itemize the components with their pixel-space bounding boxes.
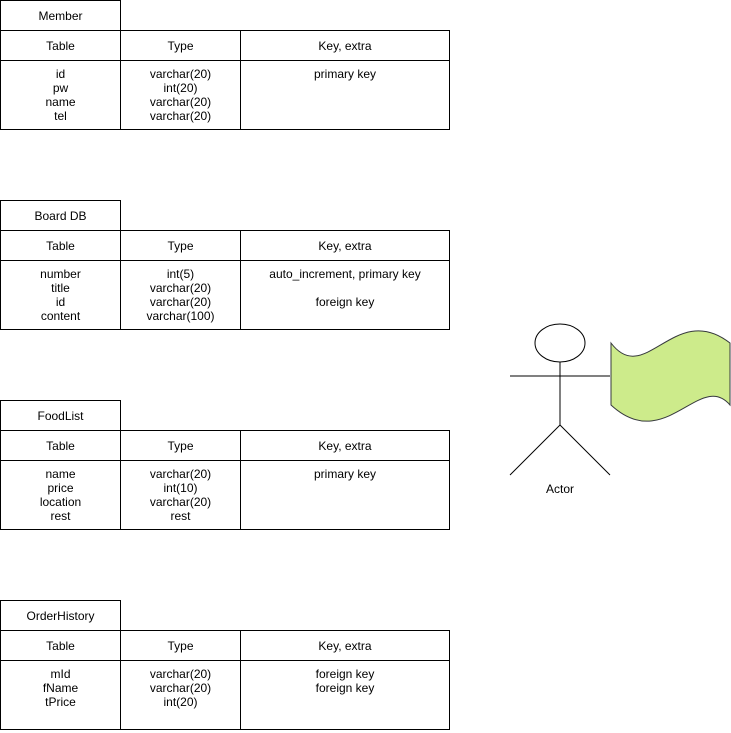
- table-title-member[interactable]: Member: [0, 0, 121, 31]
- field-name: title: [51, 281, 70, 295]
- field-keys-cell[interactable]: primary key: [240, 60, 450, 130]
- field-keys-cell[interactable]: auto_increment, primary key foreign key: [240, 260, 450, 330]
- field-type: int(5): [166, 267, 195, 281]
- field-key: foreign key: [315, 295, 375, 309]
- field-type: varchar(20): [149, 295, 212, 309]
- table-title-label: Board DB: [34, 208, 87, 223]
- table-title-label: FoodList: [37, 408, 84, 423]
- field-name: price: [47, 481, 74, 495]
- field-key: primary key: [313, 467, 376, 481]
- table-title-orderhistory[interactable]: OrderHistory: [0, 600, 121, 631]
- field-type: varchar(20): [149, 681, 212, 695]
- header-label: Table: [46, 38, 75, 53]
- field-key: primary key: [313, 67, 376, 81]
- header-label: Type: [167, 438, 194, 453]
- field-name: id: [55, 295, 66, 309]
- table-title-label: Member: [38, 8, 83, 23]
- field-type: varchar(20): [149, 109, 212, 123]
- field-type: int(10): [163, 481, 198, 495]
- field-type: varchar(20): [149, 467, 212, 481]
- field-type: varchar(20): [149, 67, 212, 81]
- header-label: Table: [46, 238, 75, 253]
- field-key: foreign key: [315, 667, 375, 681]
- field-name: fName: [42, 681, 79, 695]
- header-label: Table: [46, 638, 75, 653]
- actor-left-leg: [509, 424, 561, 476]
- field-key: foreign key: [315, 681, 375, 695]
- field-key: auto_increment, primary key: [269, 267, 421, 281]
- field-name: content: [40, 309, 81, 323]
- field-name: name: [45, 95, 76, 109]
- header-cell-key[interactable]: Key, extra: [240, 430, 450, 461]
- header-label: Key, extra: [318, 238, 372, 253]
- field-name: mId: [50, 667, 71, 681]
- field-type: varchar(20): [149, 667, 212, 681]
- header-label: Key, extra: [318, 438, 372, 453]
- table-title-board-db[interactable]: Board DB: [0, 200, 121, 231]
- field-name: tPrice: [45, 695, 76, 709]
- field-types-cell[interactable]: int(5)varchar(20)varchar(20)varchar(100): [120, 260, 241, 330]
- field-type: rest: [170, 509, 191, 523]
- field-types-cell[interactable]: varchar(20)int(20)varchar(20)varchar(20): [120, 60, 241, 130]
- actor-right-leg: [559, 424, 611, 476]
- field-name: id: [55, 67, 66, 81]
- flag-tape-shape[interactable]: [610, 330, 731, 422]
- field-name: number: [40, 267, 81, 281]
- field-name: location: [39, 495, 82, 509]
- field-type: varchar(20): [149, 281, 212, 295]
- field-type: int(20): [163, 81, 198, 95]
- header-label: Type: [167, 238, 194, 253]
- header-cell-table[interactable]: Table: [0, 430, 121, 461]
- header-label: Type: [167, 638, 194, 653]
- table-title-foodlist[interactable]: FoodList: [0, 400, 121, 431]
- header-label: Key, extra: [318, 38, 372, 53]
- actor-figure[interactable]: [509, 323, 611, 476]
- actor-label: Actor: [545, 482, 574, 496]
- header-label: Table: [46, 438, 75, 453]
- header-cell-type[interactable]: Type: [120, 30, 241, 61]
- header-label: Key, extra: [318, 638, 372, 653]
- field-type: varchar(20): [149, 95, 212, 109]
- header-label: Type: [167, 38, 194, 53]
- actor-head: [534, 323, 586, 363]
- field-types-cell[interactable]: varchar(20)varchar(20)int(20): [120, 660, 241, 730]
- field-name: rest: [50, 509, 71, 523]
- field-type: int(20): [163, 695, 198, 709]
- header-cell-type[interactable]: Type: [120, 230, 241, 261]
- field-type: varchar(100): [146, 309, 215, 323]
- field-name: tel: [54, 109, 67, 123]
- header-cell-key[interactable]: Key, extra: [240, 630, 450, 661]
- field-type: varchar(20): [149, 495, 212, 509]
- field-keys-cell[interactable]: primary key: [240, 460, 450, 530]
- table-title-label: OrderHistory: [26, 608, 95, 623]
- field-name: name: [45, 467, 76, 481]
- field-name: pw: [52, 81, 69, 95]
- field-types-cell[interactable]: varchar(20)int(10)varchar(20)rest: [120, 460, 241, 530]
